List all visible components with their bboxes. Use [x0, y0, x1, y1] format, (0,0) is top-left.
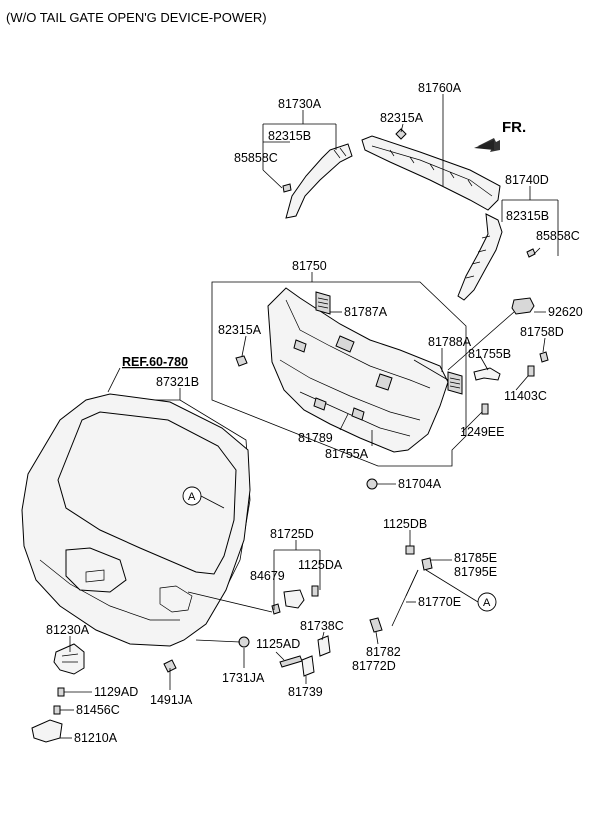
leader-lines: [60, 94, 559, 739]
label-81785e: 81785E: [454, 551, 497, 565]
label-1491ja: 1491JA: [150, 693, 193, 707]
part-81725d-hinge: [283, 589, 305, 609]
label-85858c-right: 85858C: [536, 229, 580, 243]
part-81755b-handle: [473, 367, 501, 381]
label-81725d: 81725D: [270, 527, 314, 541]
tailgate-body: [21, 393, 251, 647]
label-81755b: 81755B: [468, 347, 511, 361]
label-81456c: 81456C: [76, 703, 120, 717]
part-81730a-side-trim-left: [285, 143, 353, 219]
label-81210a: 81210A: [74, 731, 118, 745]
part-81782-bracket: [369, 617, 383, 633]
label-1125da: 1125DA: [298, 558, 343, 572]
part-81739-bracket: [301, 655, 315, 677]
part-1731ja-plug: [238, 636, 250, 648]
label-82315a-mid: 82315A: [218, 323, 262, 337]
callout-a-marker-right: A: [477, 592, 497, 612]
label-81788a: 81788A: [428, 335, 472, 349]
reference-label: REF.60-780: [122, 355, 188, 369]
part-1125ad-bolt: [279, 655, 303, 668]
diagram-title: (W/O TAIL GATE OPEN'G DEVICE-POWER): [6, 10, 267, 25]
part-92620-lamp: [511, 297, 535, 315]
label-1125db: 1125DB: [383, 517, 427, 531]
part-85858c-clip-left: [282, 183, 292, 193]
part-81704a-nut: [366, 478, 378, 490]
label-81772d: 81772D: [352, 659, 396, 673]
part-1249ee-bolt: [481, 403, 489, 415]
part-81758d-bracket: [539, 351, 549, 363]
label-87321b: 87321B: [156, 375, 199, 389]
label-92620: 92620: [548, 305, 583, 319]
front-direction-arrow: [474, 138, 500, 152]
label-81739: 81739: [288, 685, 323, 699]
label-1129ad: 1129AD: [94, 685, 138, 699]
part-81788a-grille: [447, 371, 463, 395]
label-81770e: 81770E: [418, 595, 461, 609]
part-81785e-bracket: [421, 557, 433, 571]
label-81795e: 81795E: [454, 565, 497, 579]
label-81738c: 81738C: [300, 619, 344, 633]
label-81740d: 81740D: [505, 173, 549, 187]
label-1249ee: 1249EE: [460, 425, 504, 439]
label-11403c: 11403C: [504, 389, 547, 403]
part-81770e-lift-strut: [391, 569, 419, 627]
part-1491ja-bumper: [163, 659, 177, 673]
part-11403c-bolt: [527, 365, 535, 377]
part-84679-pad: [271, 603, 281, 615]
part-81738c-bracket: [317, 635, 331, 657]
part-81740d-side-trim-right: [457, 213, 503, 301]
label-84679: 84679: [250, 569, 285, 583]
label-81758d: 81758D: [520, 325, 564, 339]
label-82315b-left: 82315B: [268, 129, 311, 143]
callout-a-letter-right: A: [483, 597, 491, 609]
part-81760a-upper-trim: [361, 135, 501, 211]
part-81750-inner-trim-panel: [267, 287, 449, 453]
label-81730a: 81730A: [278, 97, 322, 111]
part-82315a-clip-mid: [235, 355, 248, 367]
part-81210a-handle: [31, 719, 63, 743]
front-direction-label: FR.: [502, 119, 526, 136]
part-81787a-grille: [315, 291, 331, 315]
label-81750: 81750: [292, 259, 327, 273]
part-1125da-bolt: [311, 585, 319, 597]
label-81704a: 81704A: [398, 477, 442, 491]
part-81750-trim-panel-frame: [211, 281, 467, 467]
label-81230a: 81230A: [46, 623, 90, 637]
label-1731ja: 1731JA: [222, 671, 265, 685]
part-1129ad-bolt: [57, 687, 65, 697]
part-81456c-bolt: [53, 705, 61, 715]
label-85858c-left: 85858C: [234, 151, 278, 165]
label-81755a: 81755A: [325, 447, 369, 461]
part-85858c-clip-right: [526, 248, 536, 258]
part-82315a-clip-top: [395, 128, 407, 140]
label-81787a: 81787A: [344, 305, 388, 319]
label-81789: 81789: [298, 431, 333, 445]
label-82315a-top: 82315A: [380, 111, 424, 125]
part-1125db-bolt: [405, 545, 415, 555]
label-1125ad: 1125AD: [256, 637, 300, 651]
callout-a-letter-left: A: [188, 491, 196, 503]
callout-a-marker-left: A: [182, 486, 202, 506]
label-82315b-right: 82315B: [506, 209, 549, 223]
part-81230a-latch: [53, 643, 85, 675]
label-81760a: 81760A: [418, 81, 462, 95]
label-81782: 81782: [366, 645, 401, 659]
